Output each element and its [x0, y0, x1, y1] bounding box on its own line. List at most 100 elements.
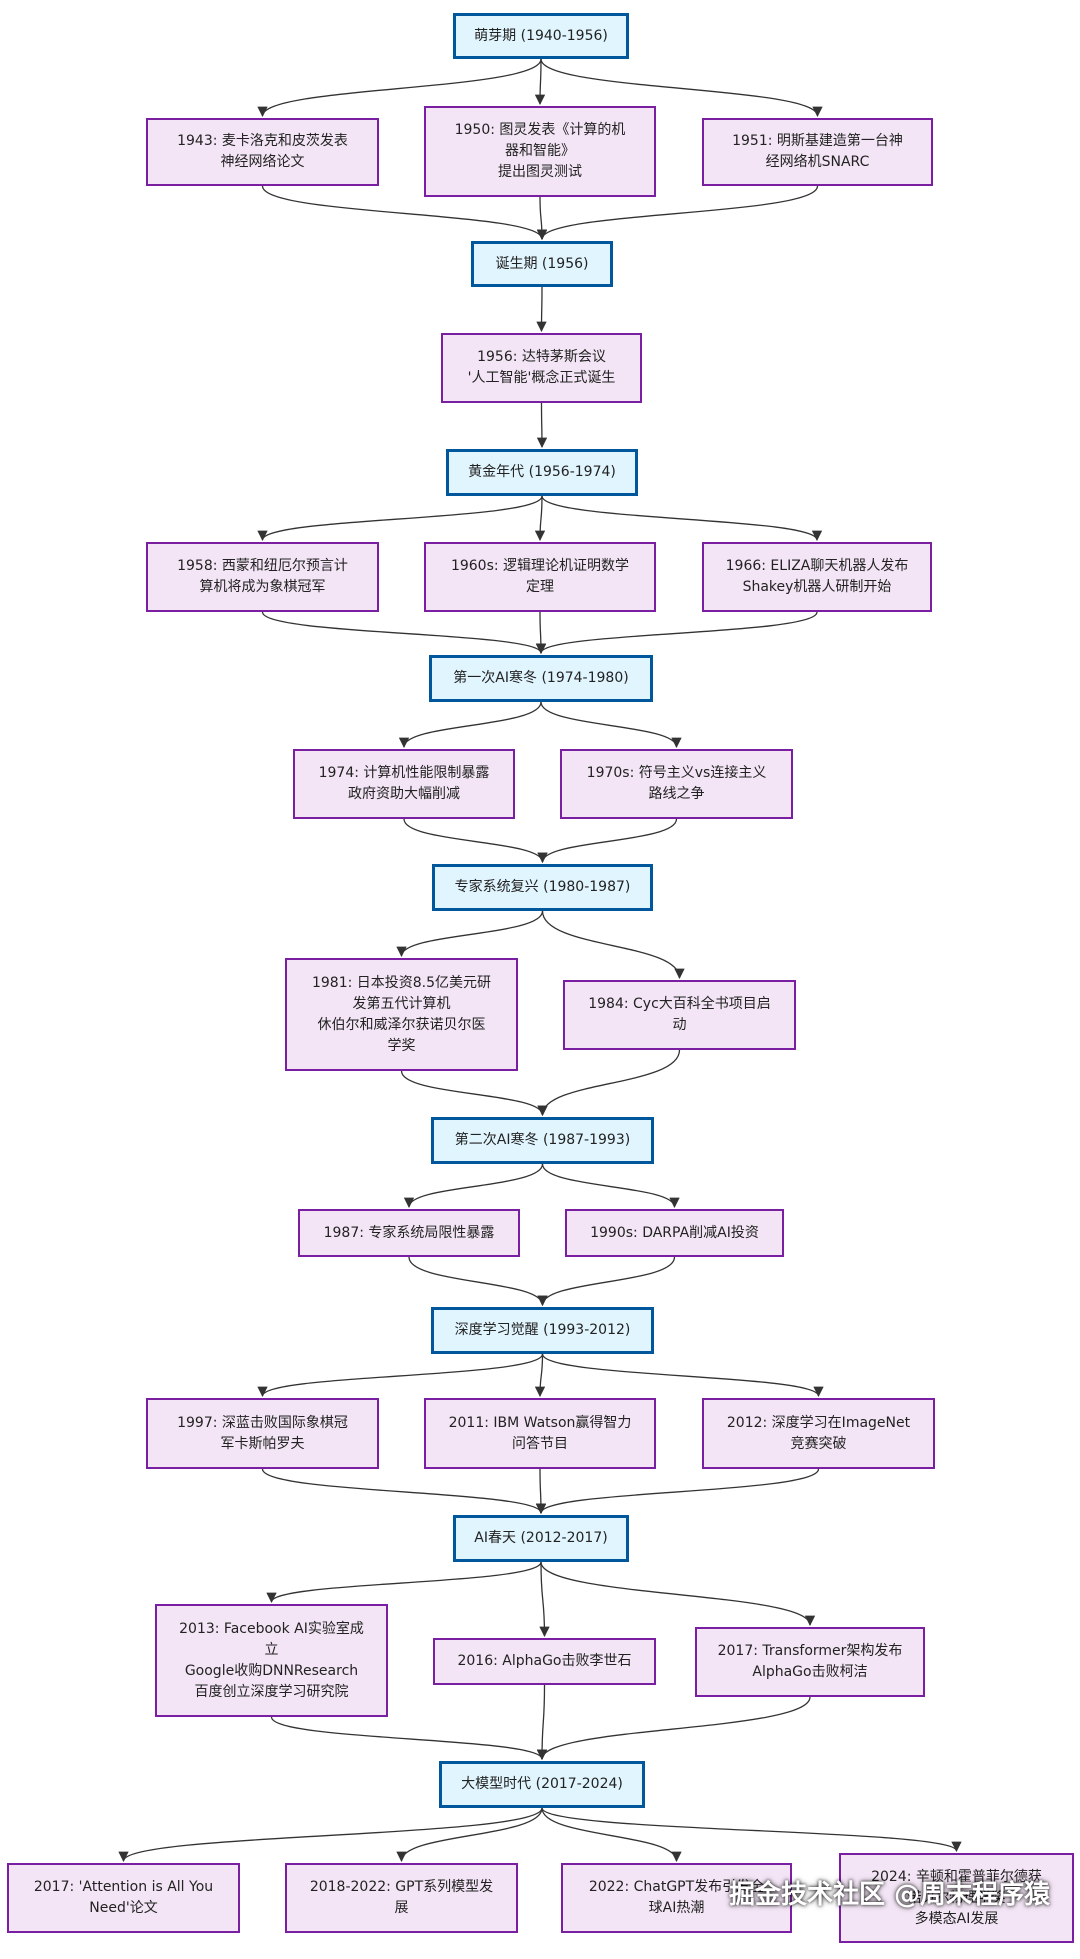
edge-p5-to-e1984 [541, 910, 685, 980]
watermark: 掘金技术社区 @周末程序猿 [728, 1880, 1050, 1910]
edge-e1951-to-p2 [536, 185, 819, 241]
edge-e1956-to-p3 [536, 402, 548, 449]
edge-p8-to-e2016 [539, 1561, 550, 1638]
edge-p3-to-e1958 [257, 495, 543, 542]
event-node-e2018: 2018-2022: GPT系列模型发 展 [285, 1863, 518, 1933]
edge-e1970s-to-p5 [537, 818, 678, 864]
node-label: 大模型时代 (2017-2024) [461, 1776, 623, 1792]
node-label: 2017: 'Attention is All You Need'论文 [33, 1879, 214, 1916]
event-node-e1984: 1984: Cyc大百科全书项目启 动 [563, 980, 796, 1050]
phase-node-p3: 黄金年代 (1956-1974) [446, 449, 638, 496]
edge-e1943-to-p2 [261, 185, 548, 241]
node-label: 1970s: 符号主义vs连接主义 路线之争 [586, 765, 767, 802]
edge-p1-to-e1950 [534, 58, 546, 106]
edge-e1950-to-p2 [536, 196, 548, 241]
node-label: 萌芽期 (1940-1956) [474, 27, 608, 44]
event-node-e1970s: 1970s: 符号主义vs连接主义 路线之争 [560, 749, 793, 819]
event-node-e1990s: 1990s: DARPA削减AI投资 [565, 1209, 784, 1257]
node-label: 2012: 深度学习在ImageNet 竞赛突破 [726, 1414, 911, 1452]
edge-e1990s-to-p7 [537, 1256, 676, 1307]
edge-e1984-to-p6 [537, 1049, 681, 1117]
node-label: 1984: Cyc大百科全书项目启 动 [588, 996, 771, 1033]
edge-p7-to-e2012 [541, 1353, 824, 1398]
node-label: 2011: IBM Watson赢得智力 问答节目 [448, 1414, 632, 1452]
event-node-e1950: 1950: 图灵发表《计算的机 器和智能》 提出图灵测试 [424, 106, 656, 197]
edge-p7-to-e2011 [534, 1353, 546, 1398]
node-label: 诞生期 (1956) [495, 255, 589, 272]
event-node-e2013: 2013: Facebook AI实验室成 立 Google收购DNNResea… [155, 1604, 388, 1717]
event-node-e1958: 1958: 西蒙和纽厄尔预言计 算机将成为象棋冠军 [146, 542, 379, 612]
event-node-e1981: 1981: 日本投资8.5亿美元研 发第五代计算机 休伯尔和威泽尔获诺贝尔医 学… [285, 958, 518, 1071]
edge-p8-to-e2017 [540, 1561, 816, 1627]
edge-e2011-to-p8 [535, 1468, 547, 1515]
event-node-e2017: 2017: Transformer架构发布 AlphaGo击败柯洁 [695, 1627, 925, 1697]
phase-node-p2: 诞生期 (1956) [471, 241, 613, 287]
edge-p5-to-e1981 [396, 910, 544, 958]
node-label: 1966: ELIZA聊天机器人发布 Shakey机器人研制开始 [725, 558, 909, 595]
event-node-e1974: 1974: 计算机性能限制暴露 政府资助大幅削减 [293, 749, 515, 819]
node-label: 1997: 深蓝击败国际象棋冠 军卡斯帕罗夫 [177, 1414, 348, 1452]
edge-p3-to-e1966 [541, 495, 823, 542]
node-label: 2018-2022: GPT系列模型发 展 [309, 1879, 494, 1916]
node-label: AI春天 (2012-2017) [474, 1530, 608, 1546]
node-label: 2017: Transformer架构发布 AlphaGo击败柯洁 [717, 1643, 903, 1680]
edge-e2012-to-p8 [535, 1468, 820, 1515]
node-label: 黄金年代 (1956-1974) [468, 464, 616, 480]
edge-e2013-to-p9 [270, 1716, 548, 1761]
edge-p7-to-e1997 [257, 1353, 544, 1398]
edge-p4-to-e1974 [398, 701, 542, 749]
event-node-e1956: 1956: 达特茅斯会议 '人工智能'概念正式诞生 [441, 333, 642, 403]
event-node-e1987: 1987: 专家系统局限性暴露 [298, 1209, 520, 1257]
phase-node-p9: 大模型时代 (2017-2024) [439, 1761, 645, 1808]
node-label: 第二次AI寒冬 (1987-1993) [454, 1132, 631, 1148]
edge-p6-to-e1987 [403, 1163, 544, 1209]
event-node-e2024: 2024: 辛顿和霍普菲尔德获 诺贝尔物理学奖 多模态AI发展 [839, 1853, 1074, 1943]
node-label: 2013: Facebook AI实验室成 立 Google收购DNNResea… [179, 1620, 364, 1700]
node-label: 2022: ChatGPT发布引发全 球AI热潮 [588, 1879, 765, 1916]
edge-p6-to-e1990s [541, 1163, 680, 1209]
node-label: 2024: 辛顿和霍普菲尔德获 诺贝尔物理学奖 多模态AI发展 [871, 1868, 1042, 1927]
edge-p9-to-e2017b [118, 1807, 543, 1863]
node-label: 1990s: DARPA削减AI投资 [590, 1224, 759, 1241]
edge-p2-to-e1956 [536, 286, 547, 333]
event-node-e2016: 2016: AlphaGo击败李世石 [433, 1638, 656, 1685]
event-node-e2012: 2012: 深度学习在ImageNet 竞赛突破 [702, 1398, 935, 1469]
phase-node-p8: AI春天 (2012-2017) [453, 1515, 629, 1562]
edge-e2017-to-p9 [536, 1696, 811, 1761]
phase-node-p5: 专家系统复兴 (1980-1987) [432, 864, 653, 911]
event-node-e2011: 2011: IBM Watson赢得智力 问答节目 [424, 1398, 656, 1469]
edge-p3-to-e1960s [534, 495, 546, 542]
edge-e1958-to-p4 [261, 611, 547, 655]
phase-node-p7: 深度学习觉醒 (1993-2012) [431, 1307, 654, 1354]
event-node-e1951: 1951: 明斯基建造第一台神 经网络机SNARC [702, 118, 933, 186]
edge-p8-to-e2013 [266, 1561, 542, 1604]
edge-e1960s-to-p4 [535, 611, 547, 655]
node-label: 1974: 计算机性能限制暴露 政府资助大幅削减 [318, 765, 490, 802]
edge-p9-to-e2018 [396, 1807, 543, 1863]
event-node-e1960s: 1960s: 逻辑理论机证明数学 定理 [424, 542, 656, 612]
node-label: 1987: 专家系统局限性暴露 [323, 1224, 495, 1241]
node-label: 1950: 图灵发表《计算的机 器和智能》 提出图灵测试 [454, 122, 626, 180]
edge-p1-to-e1943 [257, 58, 542, 118]
phase-node-p4: 第一次AI寒冬 (1974-1980) [429, 655, 653, 702]
node-label: 深度学习觉醒 (1993-2012) [454, 1322, 631, 1338]
event-node-e2022: 2022: ChatGPT发布引发全 球AI热潮 [561, 1863, 792, 1933]
edge-e1966-to-p4 [535, 611, 818, 655]
edge-p1-to-e1951 [540, 58, 823, 118]
event-node-e1997: 1997: 深蓝击败国际象棋冠 军卡斯帕罗夫 [146, 1398, 379, 1469]
edge-p9-to-e2022 [541, 1807, 682, 1863]
event-node-e1943: 1943: 麦卡洛克和皮茨发表 神经网络论文 [146, 118, 379, 186]
node-label: 第一次AI寒冬 (1974-1980) [453, 670, 629, 686]
phase-node-p6: 第二次AI寒冬 (1987-1993) [431, 1117, 654, 1164]
node-label: 1943: 麦卡洛克和皮茨发表 神经网络论文 [177, 133, 348, 170]
edge-e1987-to-p7 [408, 1256, 548, 1307]
edge-e1981-to-p6 [400, 1070, 548, 1117]
edge-e2016-to-p9 [536, 1684, 548, 1761]
edge-p4-to-e1970s [540, 701, 682, 749]
edge-e1997-to-p8 [261, 1468, 547, 1515]
node-label: 1958: 西蒙和纽厄尔预言计 算机将成为象棋冠军 [177, 558, 348, 595]
edge-p9-to-e2024 [541, 1807, 962, 1853]
event-node-e1966: 1966: ELIZA聊天机器人发布 Shakey机器人研制开始 [702, 542, 932, 612]
node-label: 1951: 明斯基建造第一台神 经网络机SNARC [732, 133, 903, 170]
